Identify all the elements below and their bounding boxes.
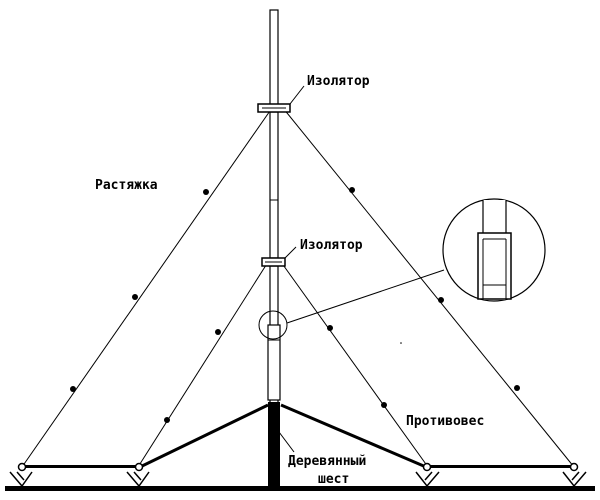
speck: [400, 342, 402, 344]
insulator-middle: [261, 257, 286, 267]
strut-right: [280, 403, 427, 469]
counterpoise-left: [22, 465, 138, 468]
mast-middle-section: [269, 111, 279, 259]
wooden-pole: [268, 402, 280, 488]
insulator-mid-pointer: [284, 246, 297, 259]
anchor-left: [126, 462, 150, 488]
anchor-far-right: [562, 462, 587, 488]
label-counterpoise: Противовес: [406, 414, 485, 429]
strut-left: [139, 403, 269, 469]
inner-guy-wire-left: [137, 261, 269, 468]
detail-magnified-view: [442, 198, 546, 302]
label-insulator-middle: Изолятор: [300, 238, 363, 253]
label-wooden-pole-line1: Деревянный: [288, 454, 367, 469]
outer-guy-wire-left: [21, 107, 273, 468]
label-insulator-top: Изолятор: [307, 74, 370, 89]
anchor-far-left: [9, 462, 33, 488]
guy-wire-dots: [70, 187, 520, 423]
inner-guy-wire-right: [280, 261, 429, 468]
label-wooden-pole-line2: шест: [318, 472, 350, 487]
counterpoise-right: [428, 465, 574, 468]
mast-joint-tube: [267, 324, 281, 401]
outer-guy-wire-right: [282, 107, 575, 468]
pole-label-pointer: [278, 431, 295, 453]
mast-top-section: [269, 9, 279, 106]
detail-marker-circle: [258, 310, 288, 340]
ground-line: [5, 486, 595, 491]
insulator-top: [257, 103, 291, 113]
mast: [267, 9, 281, 488]
label-guy-wire: Растяжка: [95, 178, 158, 193]
insulator-top-pointer: [289, 85, 305, 105]
detail-callout-line: [286, 269, 445, 324]
anchor-right: [415, 462, 440, 488]
